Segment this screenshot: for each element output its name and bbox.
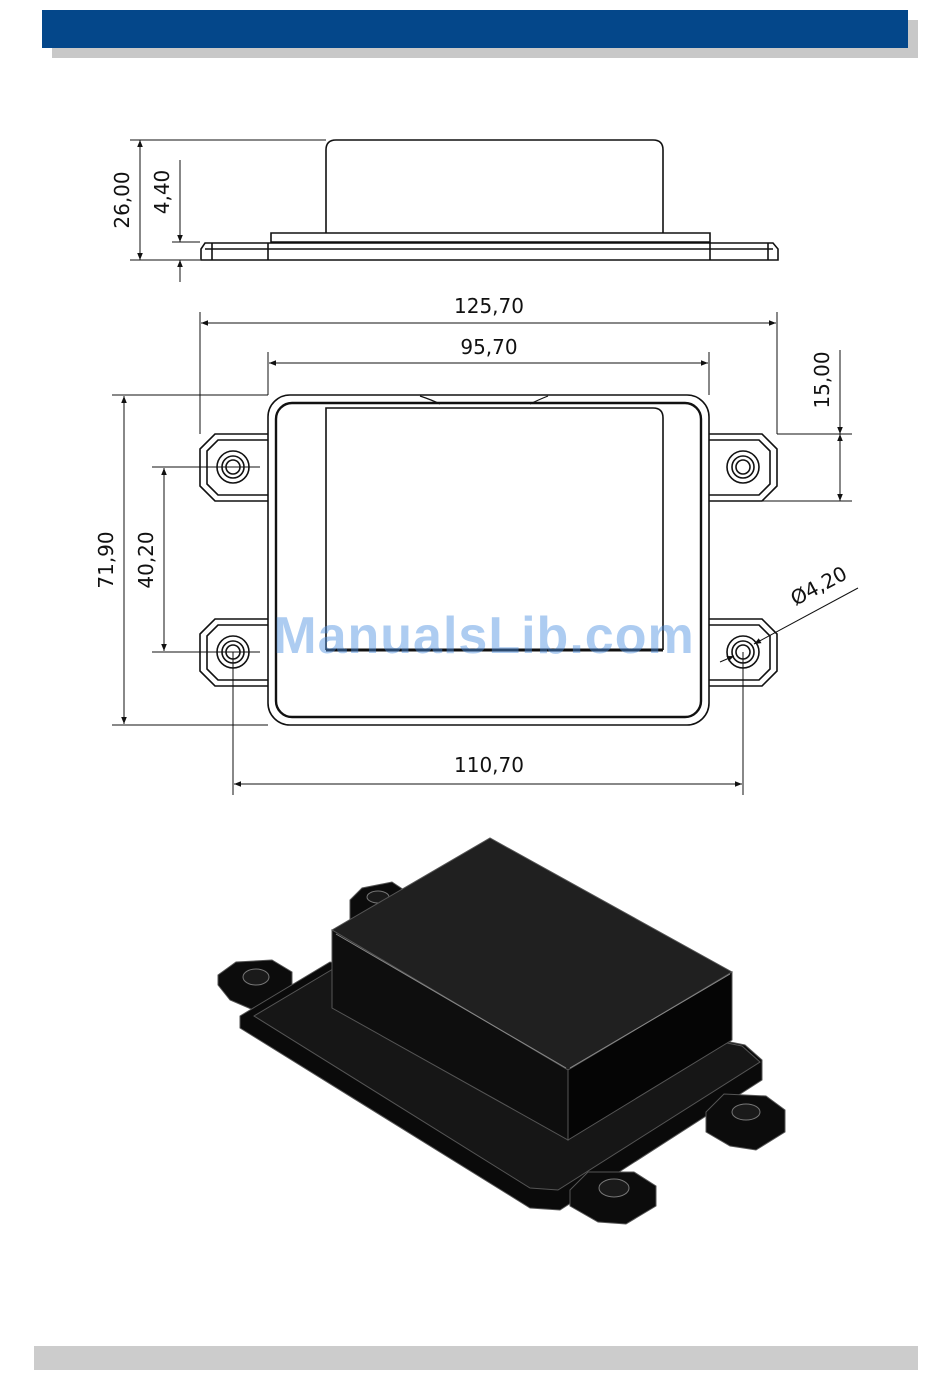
- dim-hole-spacing-vertical: 40,20: [134, 531, 158, 588]
- dim-overall-width: 125,70: [454, 294, 524, 318]
- top-view-outer-rim: [268, 395, 709, 725]
- top-view-inner-rim: [276, 403, 701, 717]
- iso-lug-right: [706, 1094, 785, 1150]
- dim-body-width: 95,70: [460, 335, 517, 359]
- top-view: [200, 395, 777, 725]
- dim-hole-offset: 15,00: [810, 351, 834, 408]
- dim-overall-height: 26,00: [110, 171, 134, 228]
- dim-hole-diameter: Ø4,20: [786, 561, 850, 610]
- dim-overall-depth: 71,90: [94, 531, 118, 588]
- dim-flange-thickness: 4,40: [150, 170, 174, 215]
- top-view-dimensions: [112, 312, 858, 795]
- side-view-flange: [201, 243, 778, 260]
- side-view-rim: [271, 233, 710, 242]
- side-view: [201, 140, 778, 260]
- isometric-view: [218, 838, 785, 1224]
- dim-hole-spacing-horizontal: 110,70: [454, 753, 524, 777]
- side-view-body: [326, 140, 663, 233]
- watermark-text: ManualsLib.com: [273, 607, 694, 665]
- mounting-lug-top-right: [709, 434, 777, 501]
